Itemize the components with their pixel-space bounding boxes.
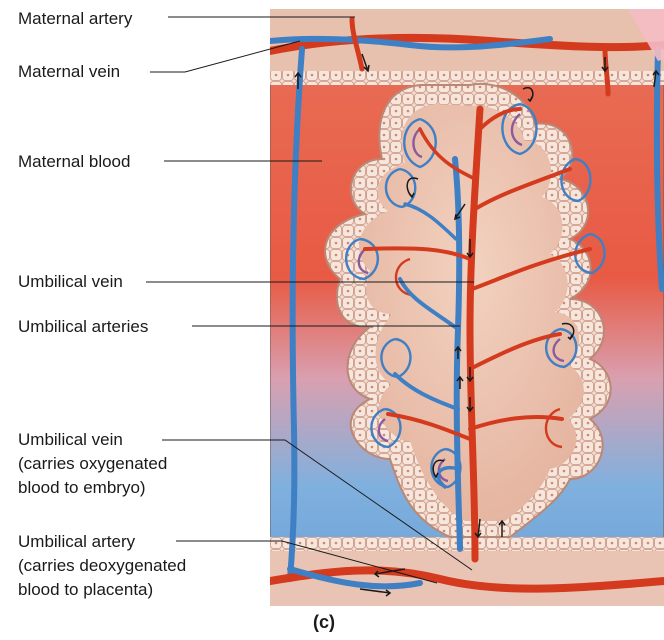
label-umbilical-vein: Umbilical vein [18,270,123,294]
label-maternal-vein: Maternal vein [18,60,120,84]
label-umbilical-vein-note-line3: blood to embryo) [18,476,167,500]
figure-caption: (c) [313,612,335,633]
label-umbilical-artery-note: Umbilical artery (carries deoxygenated b… [18,530,186,602]
label-umbilical-vein-note-line1: Umbilical vein [18,428,167,452]
label-umbilical-arteries: Umbilical arteries [18,315,148,339]
label-maternal-blood: Maternal blood [18,150,130,174]
label-umbilical-vein-note-line2: (carries oxygenated [18,452,167,476]
cell-layer-bottom [270,537,664,551]
label-umbilical-vein-note: Umbilical vein (carries oxygenated blood… [18,428,167,500]
label-umbilical-artery-note-line3: blood to placenta) [18,578,186,602]
placenta-illustration [270,9,664,606]
label-umbilical-artery-note-line1: Umbilical artery [18,530,186,554]
label-maternal-artery: Maternal artery [18,7,132,31]
label-umbilical-artery-note-line2: (carries deoxygenated [18,554,186,578]
